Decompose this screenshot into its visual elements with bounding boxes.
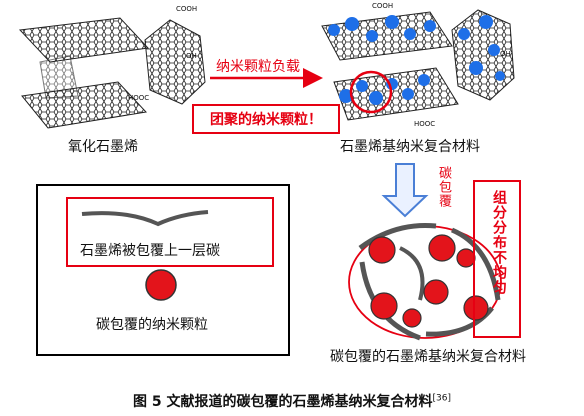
blue-nanoparticle	[345, 17, 359, 31]
blue-nanoparticle	[418, 74, 430, 86]
blue-nanoparticle	[495, 71, 505, 81]
caption-ref: [36]	[432, 393, 451, 404]
chem-oh-1: OH	[186, 52, 197, 60]
blue-nanoparticle	[479, 15, 493, 29]
blue-nanoparticle	[356, 80, 368, 92]
red-nanoparticle	[402, 308, 422, 328]
figure-caption: 图 5 文献报道的碳包覆的石墨烯基纳米复合材料[36]	[0, 391, 584, 411]
blue-nanoparticle	[366, 30, 378, 42]
aggregation-highlight	[349, 70, 393, 114]
chem-cooh-1: COOH	[176, 5, 198, 13]
blue-nanoparticle	[469, 61, 483, 75]
label-carbon-coating: 碳包覆	[436, 166, 451, 208]
chem-hooc-1: HOOC	[128, 94, 150, 102]
caption-text: 图 5 文献报道的碳包覆的石墨烯基纳米复合材料	[133, 394, 433, 410]
label-composite: 石墨烯基纳米复合材料	[340, 139, 480, 155]
red-nanoparticle	[370, 292, 398, 320]
chem-hooc-2: HOOC	[414, 120, 436, 128]
label-graphene-oxide: 氧化石墨烯	[68, 139, 138, 155]
red-nanoparticle	[423, 279, 449, 305]
red-nanoparticle	[428, 234, 456, 262]
blue-nanoparticle	[402, 88, 414, 100]
label-coated-composite: 碳包覆的石墨烯基纳米复合材料	[330, 349, 526, 365]
blue-nanoparticle	[369, 91, 383, 105]
red-nanoparticles	[368, 234, 489, 328]
legend-box	[36, 184, 290, 356]
blue-nanoparticles	[328, 15, 505, 105]
label-loading-step: 纳米颗粒负载	[216, 59, 300, 75]
chem-oh-2: OH	[500, 50, 511, 58]
blue-nanoparticle	[385, 15, 399, 29]
red-nanoparticle	[463, 295, 489, 321]
label-uneven: 组分分布不均匀	[491, 190, 507, 295]
uneven-distribution-box: 组分分布不均匀	[473, 180, 521, 338]
coated-particle-icon	[145, 269, 177, 301]
graphene-layer-curve	[81, 210, 209, 227]
coating-arrow	[381, 163, 429, 218]
blue-nanoparticle	[488, 44, 500, 56]
blue-nanoparticle	[328, 24, 340, 36]
red-nanoparticle	[456, 248, 476, 268]
blue-nanoparticle	[458, 28, 470, 40]
graphene-oxide-illustration	[18, 17, 206, 129]
callout-aggregated-text: 团聚的纳米颗粒！	[210, 112, 322, 128]
red-nanoparticle	[368, 236, 396, 264]
blue-nanoparticle	[424, 20, 436, 32]
chem-cooh-2: COOH	[372, 2, 394, 10]
legend-coated-layer-box	[66, 197, 274, 267]
blue-nanoparticle	[339, 89, 353, 103]
callout-aggregated: 团聚的纳米颗粒！	[192, 104, 340, 134]
label-coated-particle: 碳包覆的纳米颗粒	[96, 317, 208, 333]
blue-nanoparticle	[404, 28, 416, 40]
label-coated-layer: 石墨烯被包覆上一层碳	[80, 243, 220, 259]
